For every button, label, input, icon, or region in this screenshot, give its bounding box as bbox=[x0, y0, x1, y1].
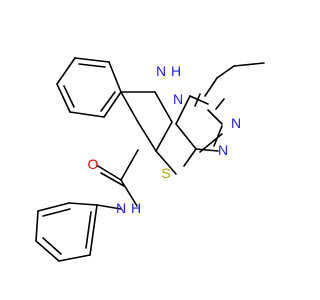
top-phenyl-ring bbox=[56, 57, 122, 118]
sulfur-label: S bbox=[161, 165, 170, 181]
oxygen-label: O bbox=[88, 156, 99, 172]
amide-group bbox=[97, 149, 139, 207]
triazole-ring bbox=[175, 93, 225, 153]
ring-nh-hydrogen-label: H bbox=[171, 63, 181, 79]
ring-nh-nitrogen-label: N bbox=[156, 63, 166, 79]
chemical-structure-diagram: N H N N N S O N H bbox=[35, 57, 265, 262]
amide-nitrogen-label: N bbox=[116, 200, 126, 216]
bottom-phenyl-ring bbox=[35, 202, 122, 262]
triazole-nitrogen-2-label: N bbox=[218, 142, 228, 158]
ethyl-group bbox=[204, 62, 265, 97]
triazole-nitrogen-1-label: N bbox=[231, 115, 241, 131]
bridge-nitrogen-label: N bbox=[173, 91, 183, 107]
structure-canvas: N H N N N S O N H bbox=[35, 57, 265, 262]
amide-hydrogen-label: H bbox=[131, 200, 141, 216]
thiadiazine-ring bbox=[120, 91, 197, 175]
